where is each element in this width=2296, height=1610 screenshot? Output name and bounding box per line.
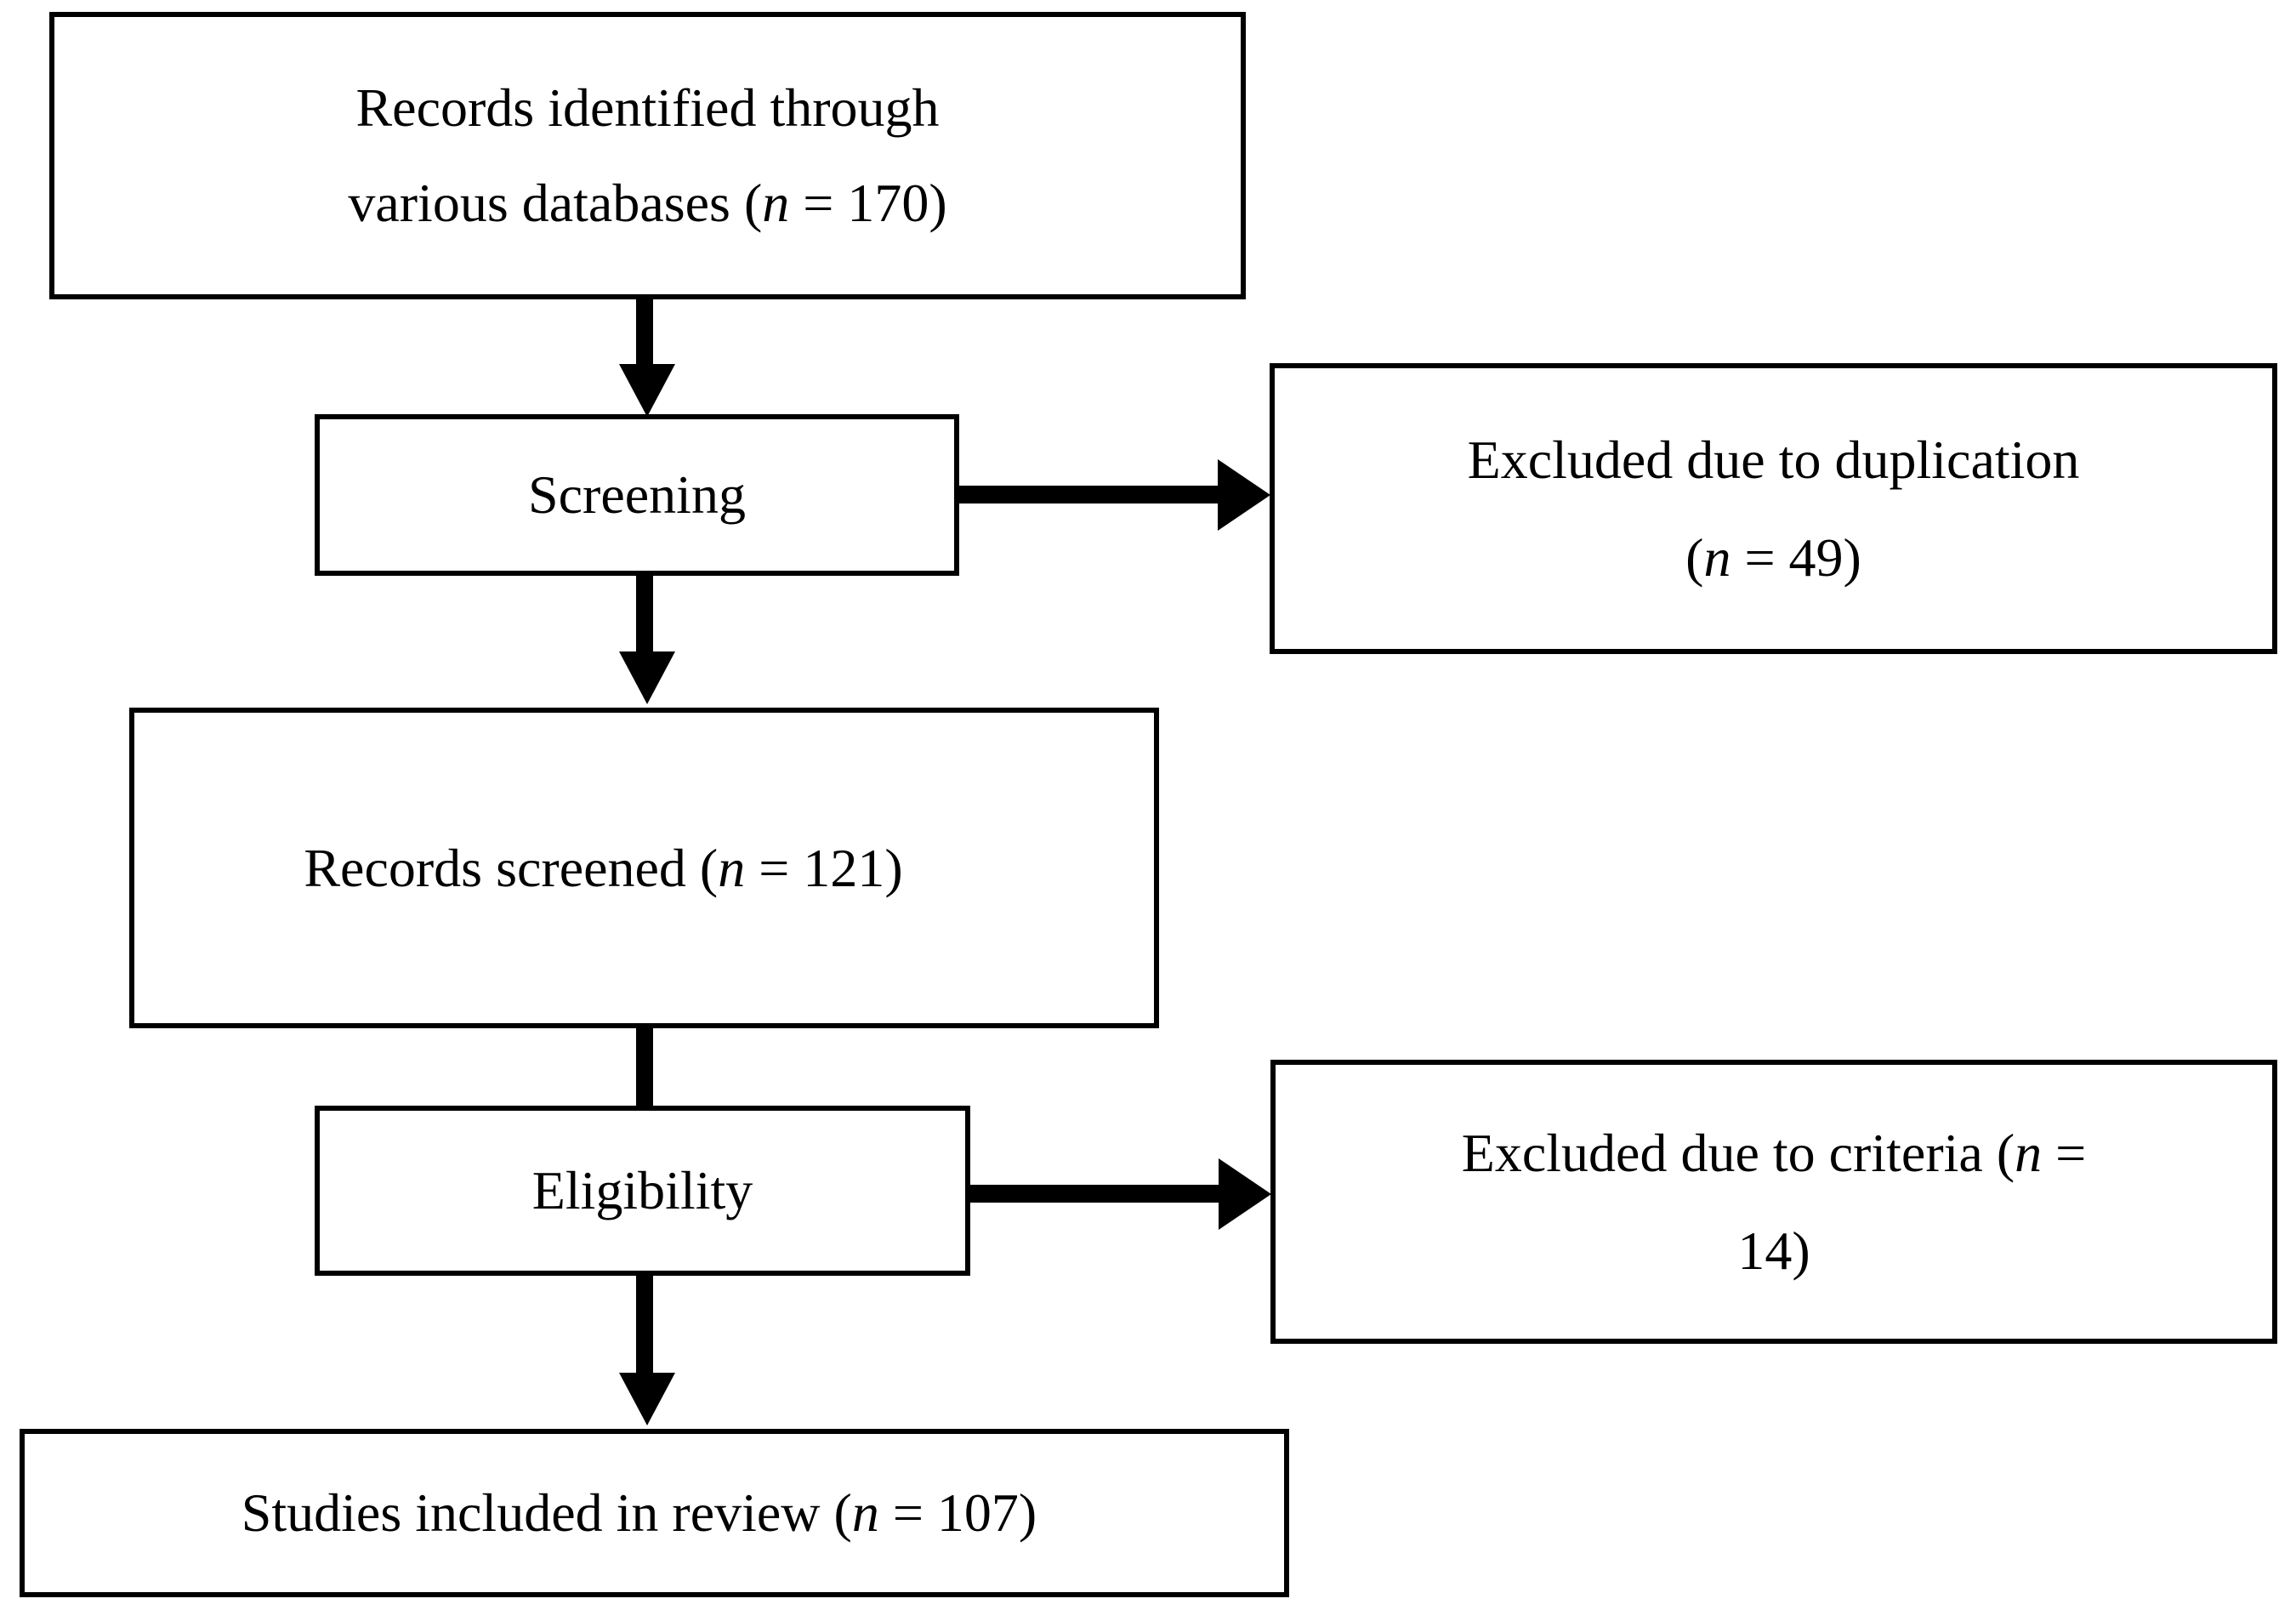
excluded-duplication-n-italic: n [1703,527,1731,588]
node-records-identified-label: Records identified through various databa… [54,60,1241,251]
node-studies-included: Studies included in review (n = 107) [20,1429,1289,1597]
node-screening: Screening [315,414,959,576]
arrow-down-icon [619,364,675,417]
connector-eligibility-to-included-line [636,1276,653,1378]
node-records-screened-label: Records screened (n = 121) [134,826,1154,910]
node-records-identified: Records identified through various databa… [49,12,1246,299]
records-identified-line2-prefix: various databases ( [348,173,763,233]
connector-identified-to-screening-line [636,299,653,369]
excluded-criteria-line2: 14) [1737,1220,1810,1281]
node-records-screened: Records screened (n = 121) [129,708,1159,1028]
excluded-duplication-line2-suffix: = 49) [1731,527,1861,588]
studies-included-line1-suffix: = 107) [878,1482,1037,1544]
arrow-down-icon [619,1373,675,1425]
studies-included-n-italic: n [851,1482,879,1544]
connector-screening-to-duplication-line [959,486,1223,503]
excluded-criteria-n-italic: n [2015,1122,2043,1183]
node-excluded-duplication-label: Excluded due to duplication (n = 49) [1275,411,2272,606]
records-identified-n-italic: n [762,173,790,233]
connector-screened-to-eligibility-line [636,1028,653,1112]
records-screened-line1-prefix: Records screened ( [304,837,719,898]
records-identified-line2-suffix: = 170) [789,173,947,233]
arrow-right-icon [1219,1158,1271,1230]
studies-included-line1-prefix: Studies included in review ( [241,1482,852,1544]
excluded-duplication-line1: Excluded due to duplication [1467,429,2080,490]
records-screened-line1-suffix: = 121) [745,837,903,898]
arrow-down-icon [619,651,675,704]
node-studies-included-label: Studies included in review (n = 107) [25,1471,1284,1555]
node-screening-label: Screening [528,464,746,526]
node-excluded-criteria: Excluded due to criteria (n = 14) [1270,1060,2277,1344]
connector-screening-to-screened-line [636,576,653,657]
records-identified-line1: Records identified through [355,77,940,138]
excluded-criteria-line1-prefix: Excluded due to criteria ( [1461,1122,2015,1183]
connector-eligibility-to-criteria-line [970,1185,1224,1203]
node-eligibility-label: Eligibility [531,1160,753,1221]
excluded-criteria-line1-suffix: = [2042,1122,2087,1183]
node-excluded-duplication: Excluded due to duplication (n = 49) [1270,363,2277,654]
node-eligibility: Eligibility [315,1106,970,1276]
excluded-duplication-line2-prefix: ( [1685,527,1704,588]
records-screened-n-italic: n [718,837,746,898]
arrow-right-icon [1218,459,1270,531]
node-excluded-criteria-label: Excluded due to criteria (n = 14) [1276,1104,2272,1300]
